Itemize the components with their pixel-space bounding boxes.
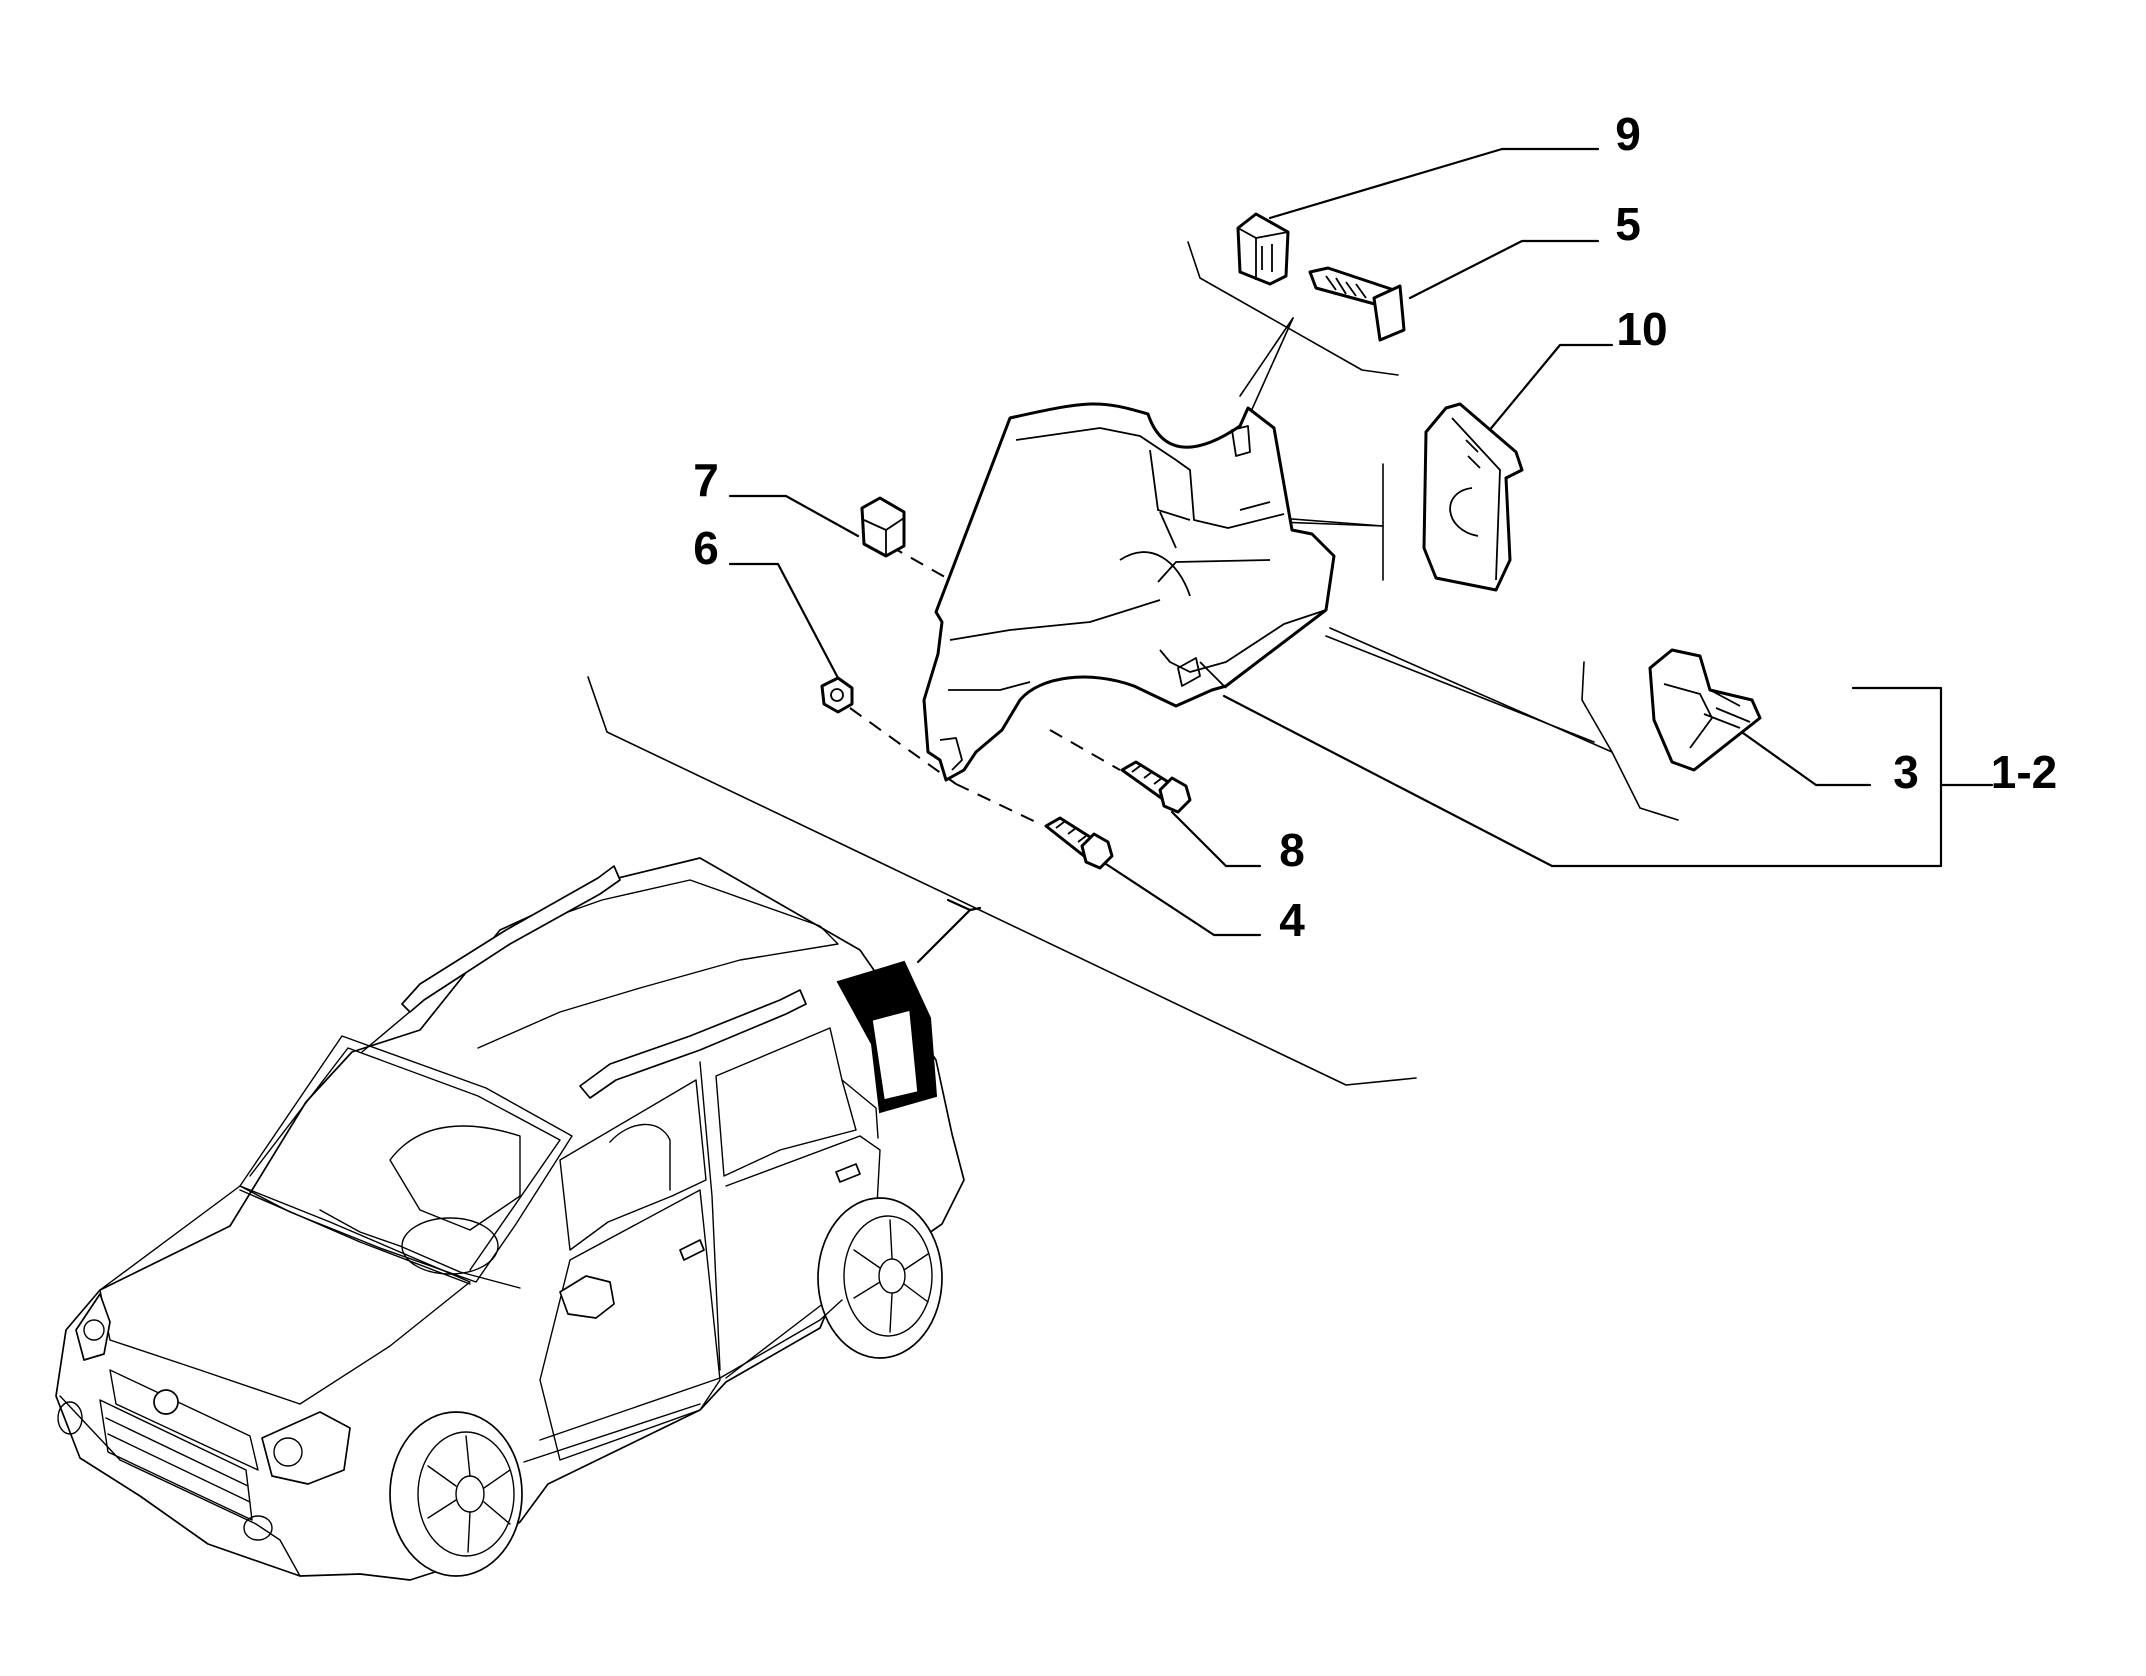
part-1-2-trim-panel [922,402,1336,782]
part-9-clip [1236,212,1290,286]
part-10-cover [1422,402,1524,592]
group-line-top [1187,241,1399,376]
callout-1-2: 1-2 [1991,746,2057,798]
car-headlight-left [75,1293,111,1361]
car-roof-rail-right [579,989,807,1099]
leader-9 [1268,147,1600,220]
callout-10: 10 [1616,303,1667,355]
assembly-line-4 [955,783,1041,825]
car-wheel-front [389,1411,523,1577]
callout-7: 7 [693,454,719,506]
car-logo [153,1389,179,1415]
callout-labels: 9 5 10 7 6 3 1-2 8 4 [693,108,2057,946]
leader-4 [1104,862,1262,937]
clip-line-a [1239,317,1294,397]
leader-5 [1408,239,1600,300]
leader-lines [728,147,1994,937]
part-8-bolt [1120,760,1192,814]
leader-3 [1734,726,1872,787]
car-illustration [55,857,965,1581]
callout-8: 8 [1279,824,1305,876]
car-mirror [559,1275,615,1319]
leader-10 [1486,343,1614,434]
car-roof-rail-left [401,865,621,1013]
group-line-3-link-b [1325,635,1595,743]
part-4-bolt [1044,816,1114,870]
callout-5: 5 [1615,198,1641,250]
leader-7 [728,494,860,538]
leader-6 [728,562,840,680]
car-pointer [916,906,982,964]
callout-9: 9 [1615,108,1641,160]
assembly-line-6 [849,707,957,785]
assembly-line-8 [1049,729,1121,771]
car-pointer-b [946,898,972,912]
part-3-bracket [1648,648,1762,772]
car-wheel-rear [817,1197,943,1359]
leader-8 [1170,810,1262,868]
callout-6: 6 [693,522,719,574]
part-7-nut-cage [860,496,906,558]
part-6-nut [820,676,854,714]
bracket-1-2 [1222,686,1943,868]
group-line-3-link-a [1329,627,1613,753]
callout-4: 4 [1279,894,1305,946]
part-5-tab [1308,266,1406,342]
callout-3: 3 [1893,746,1919,798]
